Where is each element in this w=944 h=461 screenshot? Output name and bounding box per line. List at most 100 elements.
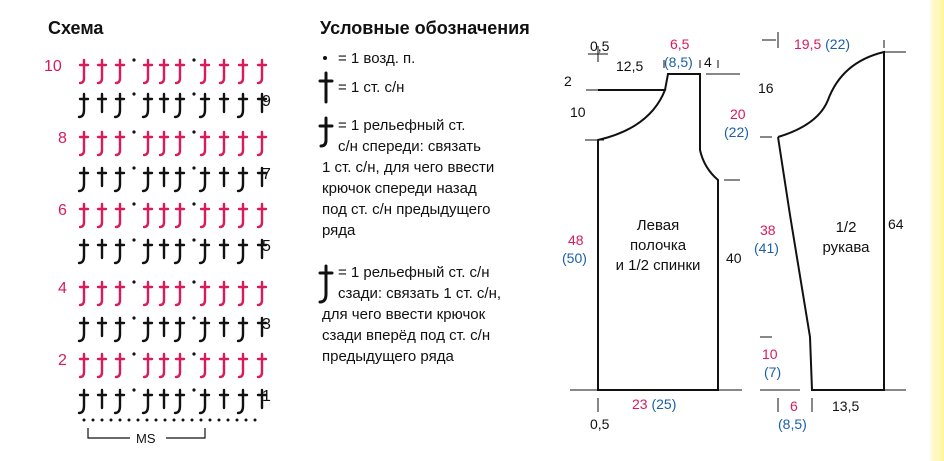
foundation-chain-dot [136, 418, 140, 422]
chain-dot [192, 202, 196, 206]
stitch-r5-g1-s2 [173, 238, 186, 265]
stitch-r9-g2-s2 [236, 92, 249, 119]
stitch-r7-g1-s1 [158, 166, 170, 188]
front-shoulder: 4 [704, 54, 712, 70]
chain-dot [132, 130, 136, 134]
foundation-chain-dot [235, 418, 239, 422]
foundation-chain-dot [253, 418, 257, 422]
chain-dot-icon [323, 56, 327, 60]
back-post-dc-icon [318, 264, 334, 304]
stitch-r3-g2-s2 [236, 316, 249, 343]
stitch-r9-g0-s0 [77, 92, 90, 119]
chain-dot [192, 352, 196, 356]
stitch-r6-g0-s0 [78, 202, 90, 229]
stitch-r6-g1-s2 [174, 202, 186, 229]
stitch-r10-g1-s1 [158, 58, 170, 85]
stitch-r2-g1-s0 [142, 352, 154, 379]
chain-dot [192, 166, 196, 170]
foundation-chain-dot [217, 418, 221, 422]
chain-dot [192, 388, 196, 392]
stitch-r4-g2-s0 [199, 280, 211, 307]
row-number-8: 8 [58, 130, 67, 147]
legend-item-chain: = 1 возд. п. [338, 50, 416, 67]
front-top-left: 0,5 [590, 38, 610, 54]
stitch-r3-g1-s0 [141, 316, 154, 343]
stitch-r8-g2-s0 [199, 130, 211, 157]
stitch-r6-g0-s2 [114, 202, 126, 229]
repeat-label: MS [136, 431, 156, 446]
stitch-r10-g2-s0 [199, 58, 211, 85]
row-number-10: 10 [44, 58, 62, 75]
stitch-r2-g1-s1 [158, 352, 170, 379]
stitch-r3-g2-s1 [218, 316, 230, 338]
stitch-r8-g1-s2 [174, 130, 186, 157]
stitch-r5-g0-s1 [96, 238, 108, 260]
stitch-r8-g0-s0 [78, 130, 90, 157]
stitch-r6-g2-s3 [256, 202, 268, 229]
chain-dot [132, 92, 136, 96]
stitch-r7-g2-s0 [198, 166, 211, 193]
crochet-chart [77, 58, 268, 439]
stitch-r7-g2-s2 [236, 166, 249, 193]
stitch-r8-g2-s1 [218, 130, 230, 157]
stitch-r3-g1-s2 [173, 316, 186, 343]
legend-item-dc: = 1 ст. с/н [338, 79, 405, 96]
legend-title: Условные обозначения [320, 18, 530, 38]
stitch-r8-g2-s3 [256, 130, 268, 157]
front-post-dc-icon [318, 116, 334, 148]
foundation-chain-dot [100, 418, 104, 422]
stitch-r6-g1-s0 [142, 202, 154, 229]
front-bottom-width: 23 (25) [632, 396, 677, 412]
chain-dot [132, 202, 136, 206]
row-number-7: 7 [262, 166, 271, 183]
front-top-width: 12,5 [616, 58, 644, 74]
stitch-r5-g2-s2 [236, 238, 249, 265]
stitch-r1-g2-s1 [218, 388, 230, 410]
stitch-r4-g1-s0 [142, 280, 154, 307]
chain-dot [192, 316, 196, 320]
stitch-r10-g2-s1 [218, 58, 230, 85]
row-number-6: 6 [58, 202, 67, 219]
chain-dot [132, 280, 136, 284]
foundation-chain-dot [145, 418, 149, 422]
row-number-3: 3 [262, 316, 271, 333]
stitch-r7-g2-s1 [218, 166, 230, 188]
stitch-r4-g0-s1 [96, 280, 108, 307]
foundation-chain-dot [172, 418, 176, 422]
front-height-blue: (50) [562, 250, 587, 266]
sleeve-label: 1/2 рукава [822, 219, 870, 256]
chain-dot [132, 388, 136, 392]
stitch-r1-g0-s1 [96, 388, 108, 410]
front-neck-depth: 10 [570, 104, 586, 120]
front-piece-outline [597, 73, 719, 391]
stitch-r3-g0-s2 [113, 316, 126, 343]
stitch-r3-g2-s0 [198, 316, 211, 343]
stitch-r7-g2-s3 [256, 166, 268, 188]
front-piece-label: Левая полочка и 1/2 спинки [615, 217, 701, 274]
foundation-chain-dot [154, 418, 158, 422]
stitch-r6-g0-s1 [96, 202, 108, 229]
front-height-red: 48 [568, 232, 584, 248]
stitch-r1-g1-s0 [141, 388, 154, 415]
stitch-r9-g1-s2 [173, 92, 186, 119]
sleeve-cuff-red: 10 [762, 346, 778, 362]
stitch-r6-g2-s2 [237, 202, 249, 229]
stitch-r4-g1-s1 [158, 280, 170, 307]
stitch-r10-g0-s2 [114, 58, 126, 85]
stitch-r7-g0-s0 [77, 166, 90, 193]
stitch-r4-g1-s2 [174, 280, 186, 307]
repeat-bracket [87, 428, 206, 439]
foundation-chain-dot [127, 418, 131, 422]
stitch-r9-g1-s0 [141, 92, 154, 119]
legend-symbols [318, 56, 334, 304]
stitch-r1-g1-s1 [158, 388, 170, 410]
sleeve-mid-blue: (41) [754, 240, 779, 256]
stitch-r7-g1-s0 [141, 166, 154, 193]
stitch-r1-g2-s2 [236, 388, 249, 415]
foundation-chain-dot [244, 418, 248, 422]
stitch-r9-g2-s0 [198, 92, 211, 119]
stitch-r1-g1-s2 [173, 388, 186, 415]
foundation-chain-dot [118, 418, 122, 422]
stitch-r1-g2-s3 [256, 388, 268, 410]
